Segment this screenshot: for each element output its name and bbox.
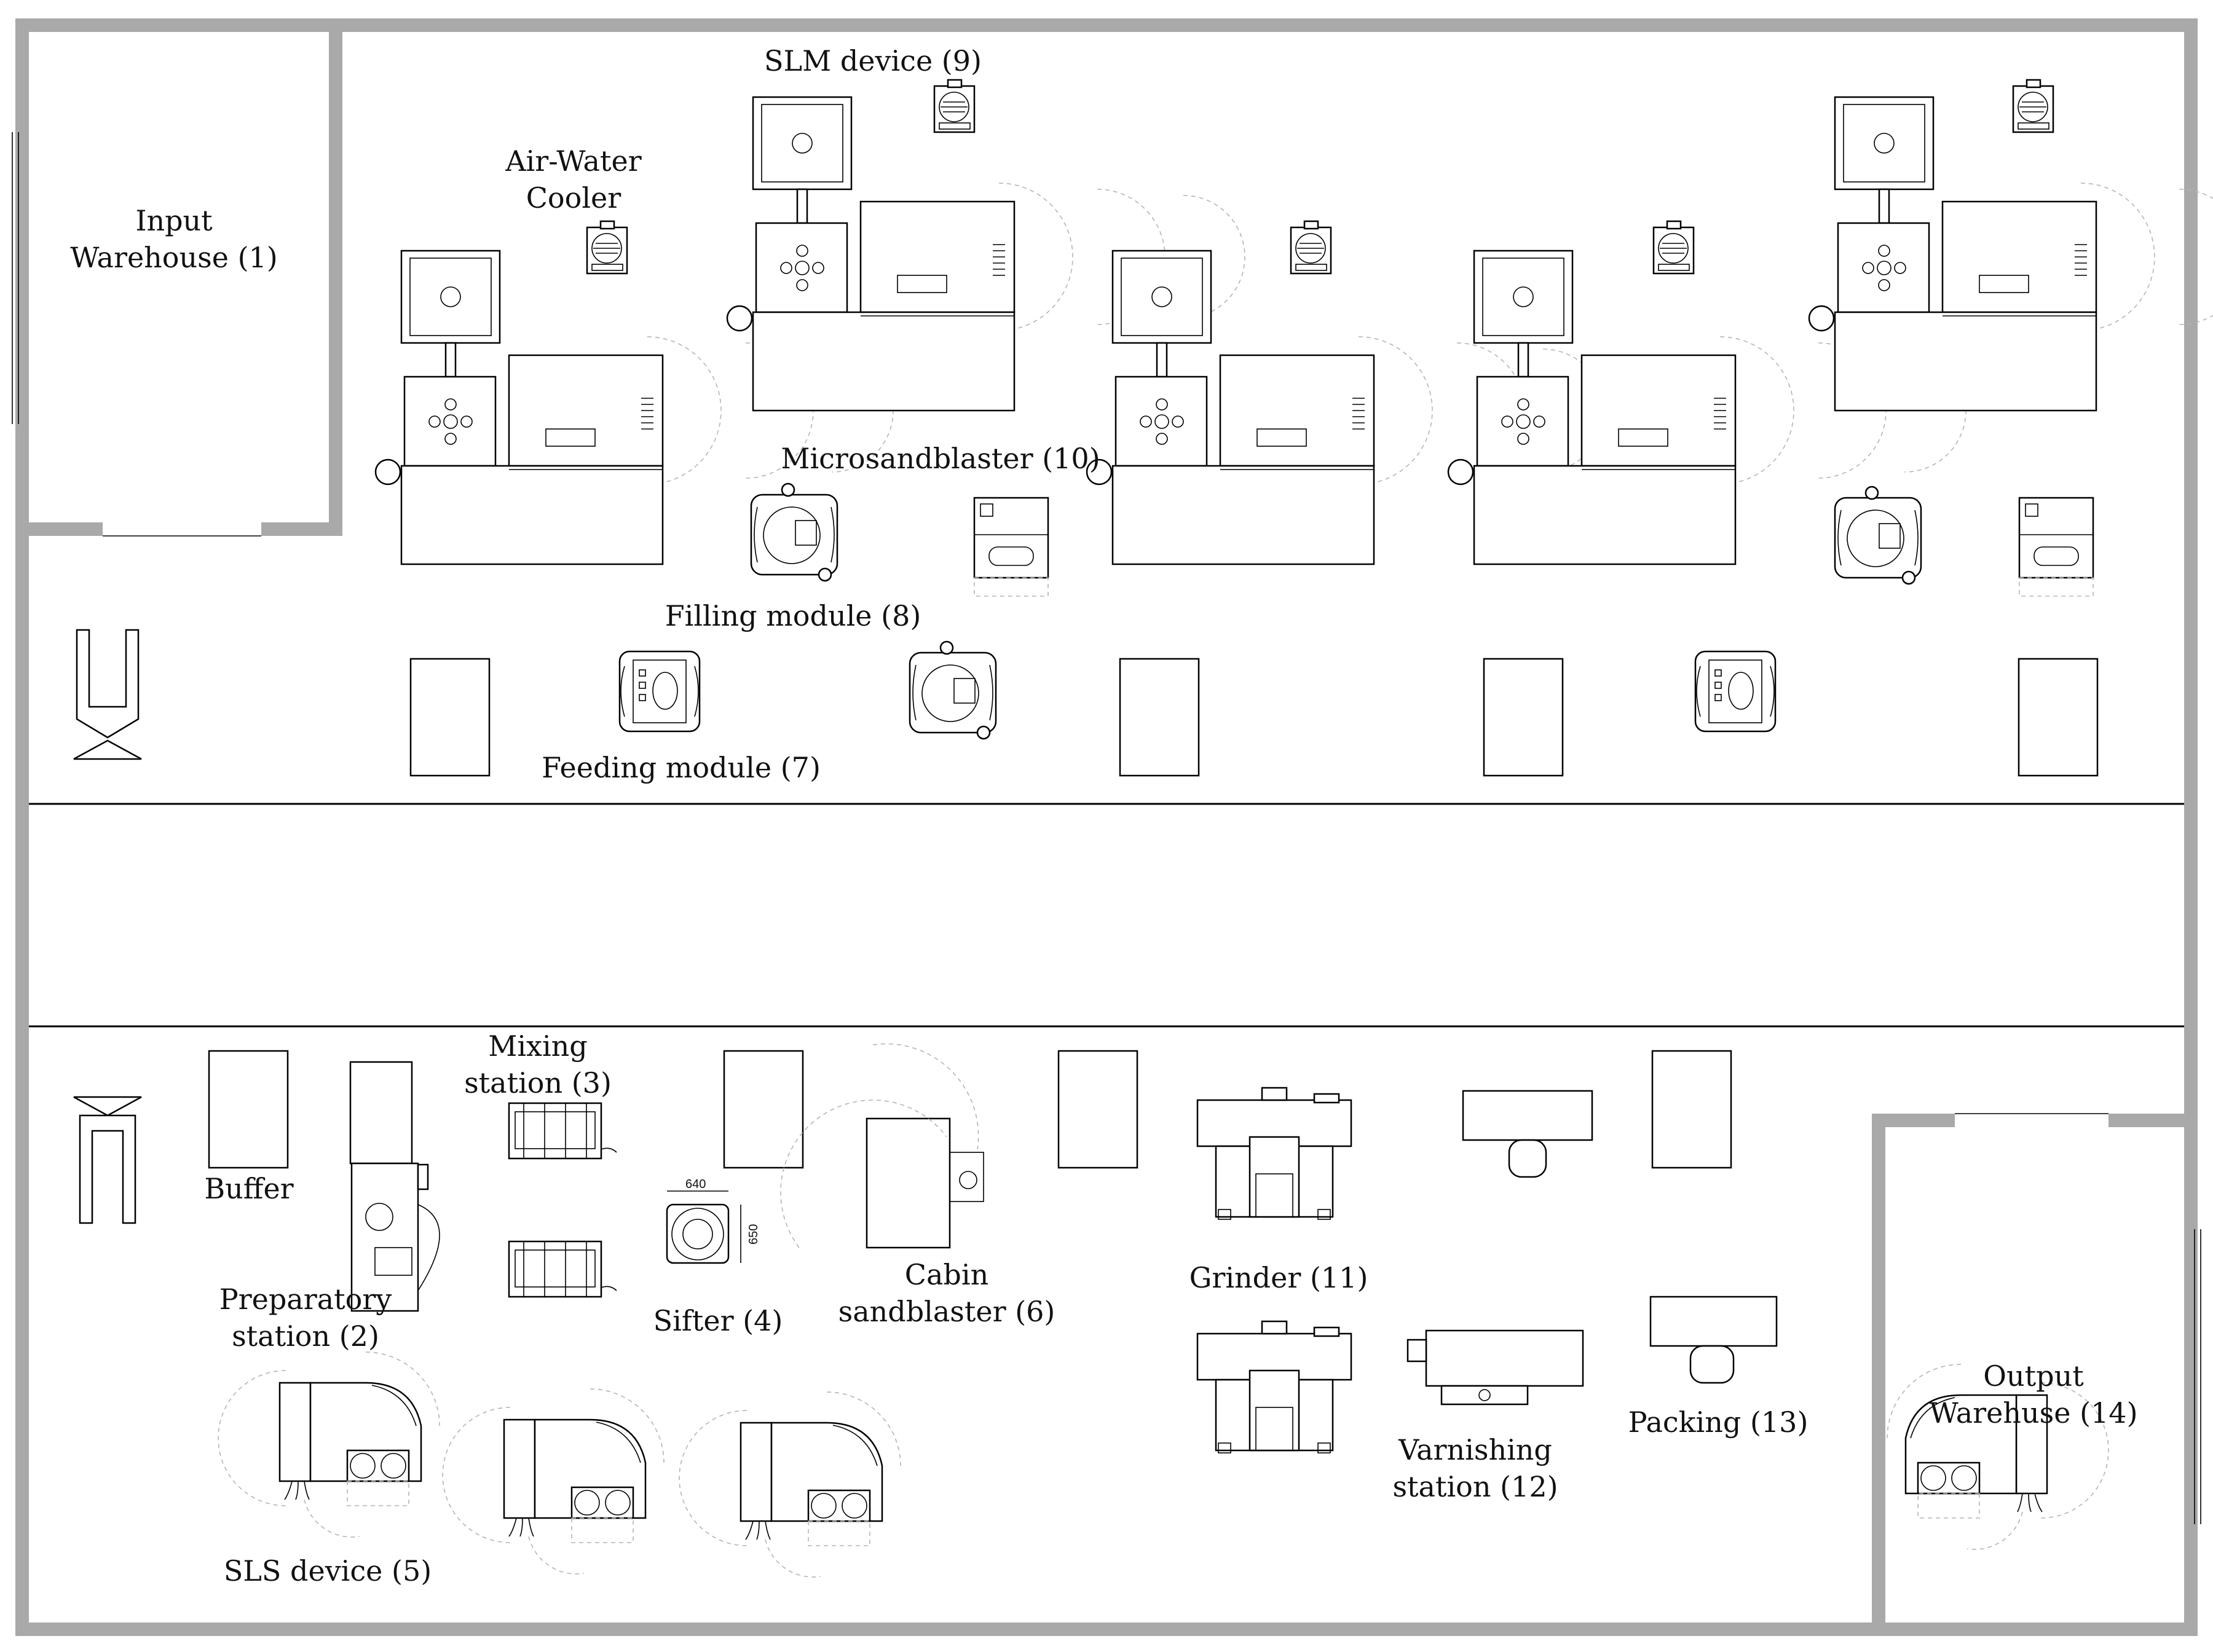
slm-device-5 xyxy=(1808,96,2213,412)
air-water-cooler-1 xyxy=(586,220,628,275)
output-warehouse-label-1: Output xyxy=(1983,1359,2084,1393)
varnishing-station-label-2: station (12) xyxy=(1392,1470,1558,1503)
air-water-cooler-2 xyxy=(933,79,976,133)
buffer-tray-2 xyxy=(1119,658,1200,777)
sls-device-3 xyxy=(678,1391,902,1578)
input-warehouse-walls xyxy=(12,32,342,537)
cabin-sandblaster-label-2: sandblaster (6) xyxy=(838,1295,1055,1328)
buffer-tray-4 xyxy=(2018,658,2099,777)
feeding-module-2 xyxy=(1694,650,1777,733)
mixing-station-label-1: Mixing xyxy=(488,1029,588,1063)
input-warehouse-label-2: Warehouse (1) xyxy=(70,241,277,274)
sifter-machine xyxy=(666,1190,741,1264)
cabin-sandblaster-machine xyxy=(780,1043,984,1249)
buffer-tray-7 xyxy=(1651,1050,1732,1169)
preparatory-station-machine xyxy=(349,1061,440,1312)
sls-device-2 xyxy=(441,1388,665,1575)
sls-device-1 xyxy=(217,1351,441,1538)
microsandblaster-1 xyxy=(973,497,1049,597)
buffer-tray-1 xyxy=(409,658,491,777)
robot-arm-bottom-left xyxy=(73,1096,142,1224)
wall-top xyxy=(15,18,2198,32)
packing-table xyxy=(1649,1296,1778,1384)
air-water-cooler-3 xyxy=(1290,220,1332,275)
buffer-tray-5 xyxy=(723,1050,804,1169)
slm-device-label: SLM device (9) xyxy=(764,44,982,77)
sifter-width-dimension: 640 xyxy=(685,1178,706,1191)
sifter-label: Sifter (4) xyxy=(653,1304,783,1337)
buffer-label: Buffer xyxy=(204,1172,293,1205)
grinder-2 xyxy=(1196,1320,1352,1454)
work-table-chair xyxy=(1462,1090,1593,1178)
buffer-tray-6 xyxy=(1057,1050,1138,1169)
feeding-module-1 xyxy=(618,650,701,733)
grinder-1 xyxy=(1196,1087,1352,1221)
sifter-depth-dimension: 650 xyxy=(747,1224,760,1245)
varnishing-station-label-1: Varnishing xyxy=(1398,1433,1552,1466)
input-warehouse-label-1: Input xyxy=(135,204,213,237)
preparatory-station-label-1: Preparatory xyxy=(219,1283,392,1316)
output-warehouse-label-2: Warehuse (14) xyxy=(1929,1396,2137,1430)
mixing-station-2 xyxy=(508,1240,618,1298)
microsandblaster-drum-1 xyxy=(750,482,838,582)
microsandblaster-drum-2 xyxy=(1834,486,1922,585)
filling-module-label: Filling module (8) xyxy=(665,599,921,632)
grinder-label: Grinder (11) xyxy=(1189,1261,1368,1294)
mixing-station-label-2: station (3) xyxy=(464,1066,612,1099)
output-warehouse-walls xyxy=(1872,1113,2201,1622)
sls-device-label: SLS device (5) xyxy=(224,1554,432,1587)
buffer-tray xyxy=(208,1050,289,1169)
buffer-tray-3 xyxy=(1483,658,1564,777)
air-water-cooler-5 xyxy=(2012,79,2054,133)
microsandblaster-label: Microsandblaster (10) xyxy=(781,442,1100,475)
microsandblaster-2 xyxy=(2018,497,2094,597)
cabin-sandblaster-label-1: Cabin xyxy=(905,1258,988,1291)
varnishing-station-machine xyxy=(1406,1329,1584,1406)
wall-right xyxy=(2184,18,2198,1636)
air-water-cooler-label-1: Air-Water xyxy=(505,144,641,178)
feeding-module-label: Feeding module (7) xyxy=(542,751,821,784)
wall-bottom xyxy=(15,1622,2198,1636)
filling-module-1 xyxy=(909,640,997,740)
air-water-cooler-label-2: Cooler xyxy=(526,181,621,214)
mixing-station-1 xyxy=(508,1102,618,1160)
preparatory-station-label-2: station (2) xyxy=(232,1320,379,1353)
wall-left xyxy=(15,18,29,1636)
packing-label: Packing (13) xyxy=(1628,1406,1809,1439)
air-water-cooler-4 xyxy=(1652,220,1695,275)
robot-arm-top-left xyxy=(73,629,142,760)
